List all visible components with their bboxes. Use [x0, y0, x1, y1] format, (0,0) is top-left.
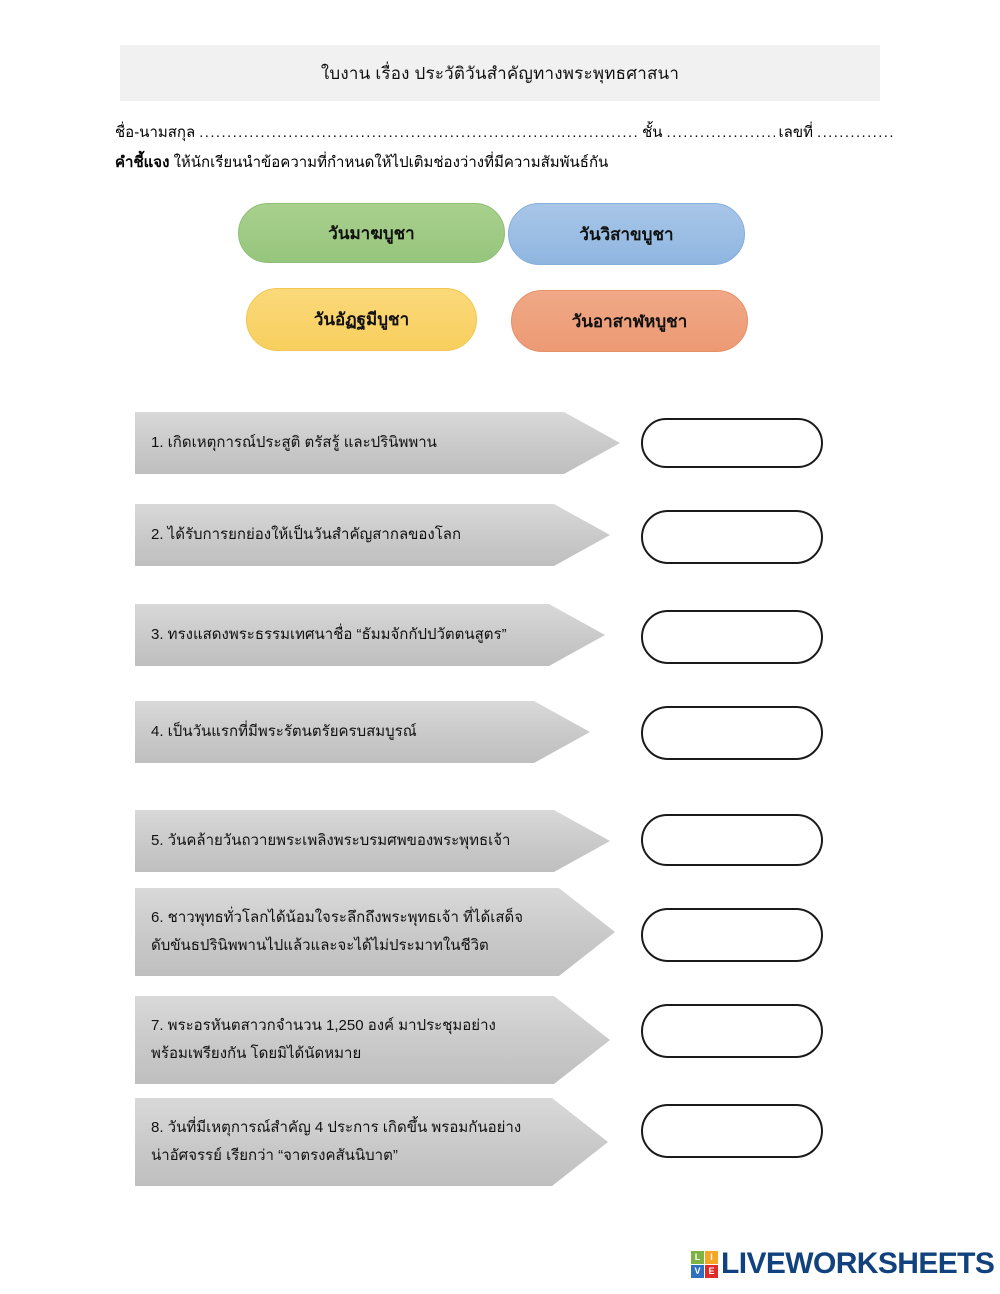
title-banner: ใบงาน เรื่อง ประวัติวันสำคัญทางพระพุทธศา…: [120, 45, 880, 101]
question-arrow-6: 6. ชาวพุทธทั่วโลกได้น้อมใจระลึกถึงพระพุท…: [135, 888, 615, 976]
word-bank-pill-label: วันอัฏฐมีบูชา: [313, 310, 410, 329]
answer-box-2[interactable]: [641, 510, 823, 564]
answer-box-7[interactable]: [641, 1004, 823, 1058]
word-bank-pill-3[interactable]: วันอัฏฐมีบูชา: [246, 288, 477, 351]
word-bank-pill-4[interactable]: วันอาสาฬหบูชา: [511, 290, 748, 352]
question-text: 5. วันคล้ายวันถวายพระเพลิงพระบรมศพของพระ…: [151, 832, 511, 849]
word-bank-pill-1[interactable]: วันมาฆบูชา: [238, 203, 505, 263]
answer-box-3[interactable]: [641, 610, 823, 664]
student-info-line: ชื่อ-นามสกุล ...........................…: [115, 120, 905, 142]
question-text: 7. พระอรหันตสาวกจำนวน 1,250 องค์ มาประชุ…: [151, 1017, 496, 1062]
instruction-line: คำชี้แจง ให้นักเรียนนำข้อความที่กำหนดให้…: [115, 150, 608, 174]
name-blank-field[interactable]: ........................................…: [199, 124, 638, 141]
answer-box-1[interactable]: [641, 418, 823, 468]
logo-squares-icon: L I V E: [691, 1250, 718, 1278]
page-title: ใบงาน เรื่อง ประวัติวันสำคัญทางพระพุทธศา…: [320, 63, 680, 83]
question-text: 6. ชาวพุทธทั่วโลกได้น้อมใจระลึกถึงพระพุท…: [151, 909, 524, 954]
word-bank-pill-label: วันอาสาฬหบูชา: [571, 311, 688, 331]
question-arrow-1: 1. เกิดเหตุการณ์ประสูติ ตรัสรู้ และปรินิ…: [135, 412, 620, 474]
answer-box-5[interactable]: [641, 814, 823, 866]
number-label: เลขที่: [778, 124, 813, 141]
answer-box-8[interactable]: [641, 1104, 823, 1158]
word-bank-pill-2[interactable]: วันวิสาขบูชา: [508, 203, 745, 265]
logo-letter-l: L: [691, 1250, 704, 1264]
liveworksheets-logo: L I V E LIVEWORKSHEETS: [691, 1247, 995, 1280]
question-arrow-5: 5. วันคล้ายวันถวายพระเพลิงพระบรมศพของพระ…: [135, 810, 610, 872]
question-arrow-8: 8. วันที่มีเหตุการณ์สำคัญ 4 ประการ เกิดข…: [135, 1098, 608, 1186]
instruction-text: ให้นักเรียนนำข้อความที่กำหนดให้ไปเติมช่อ…: [169, 154, 609, 171]
answer-box-6[interactable]: [641, 908, 823, 962]
logo-wordmark: LIVEWORKSHEETS: [721, 1247, 995, 1280]
logo-letter-e: E: [705, 1264, 718, 1278]
class-blank-field[interactable]: ....................: [666, 124, 775, 141]
question-text: 3. ทรงแสดงพระธรรมเทศนาชื่อ “ธัมมจักกัปปว…: [151, 626, 507, 643]
question-text: 8. วันที่มีเหตุการณ์สำคัญ 4 ประการ เกิดข…: [151, 1119, 522, 1164]
question-arrow-4: 4. เป็นวันแรกที่มีพระรัตนตรัยครบสมบูรณ์: [135, 701, 590, 763]
instruction-prefix: คำชี้แจง: [115, 154, 170, 171]
answer-box-4[interactable]: [641, 706, 823, 760]
logo-letter-i: I: [705, 1250, 718, 1264]
question-arrow-3: 3. ทรงแสดงพระธรรมเทศนาชื่อ “ธัมมจักกัปปว…: [135, 604, 605, 666]
question-text: 2. ได้รับการยกย่องให้เป็นวันสำคัญสากลของ…: [151, 526, 462, 543]
word-bank-pill-label: วันมาฆบูชา: [328, 223, 415, 243]
word-bank-pill-label: วันวิสาขบูชา: [579, 224, 674, 244]
class-label: ชั้น: [642, 124, 663, 141]
question-arrow-7: 7. พระอรหันตสาวกจำนวน 1,250 องค์ มาประชุ…: [135, 996, 610, 1084]
logo-letter-v: V: [691, 1264, 704, 1278]
name-label: ชื่อ-นามสกุล: [115, 124, 196, 141]
question-text: 1. เกิดเหตุการณ์ประสูติ ตรัสรู้ และปรินิ…: [151, 434, 437, 451]
question-text: 4. เป็นวันแรกที่มีพระรัตนตรัยครบสมบูรณ์: [151, 723, 417, 740]
question-arrow-2: 2. ได้รับการยกย่องให้เป็นวันสำคัญสากลของ…: [135, 504, 610, 566]
number-blank-field[interactable]: ..............: [817, 124, 895, 141]
